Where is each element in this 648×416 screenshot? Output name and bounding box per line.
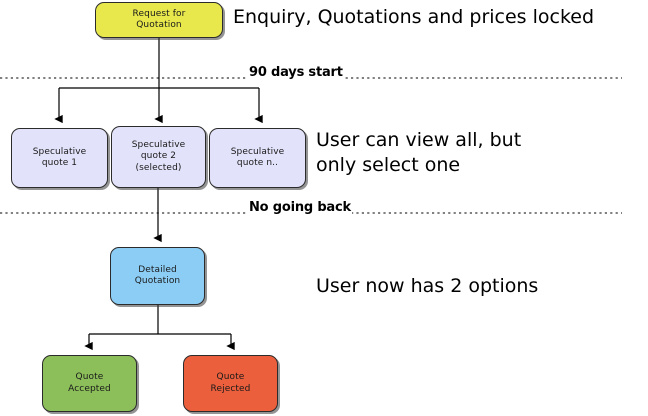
node-speculative-quote-n[interactable]: Speculative quote n.. — [209, 128, 306, 188]
node-quote-accepted[interactable]: Quote Accepted — [42, 355, 137, 412]
annotation-user-can-view-all: User can view all, but only select one — [316, 129, 522, 176]
node-speculative-quote-2[interactable]: Speculative quote 2 (selected) — [111, 126, 206, 188]
divider-label-ninety-days-start: 90 days start — [248, 65, 344, 80]
node-request-for-quotation[interactable]: Request for Quotation — [95, 2, 223, 38]
divider-label-no-going-back: No going back — [248, 200, 352, 215]
edge-detailed-to-outcomes — [84, 305, 235, 351]
node-speculative-quote-1[interactable]: Speculative quote 1 — [11, 128, 108, 188]
edge-rfq-to-speculative-bus — [54, 38, 263, 124]
node-detailed-quotation[interactable]: Detailed Quotation — [110, 247, 205, 305]
node-quote-rejected[interactable]: Quote Rejected — [183, 355, 278, 412]
annotation-user-now-has-two-options: User now has 2 options — [316, 275, 539, 297]
annotation-enquiry-prices-locked: Enquiry, Quotations and prices locked — [233, 6, 595, 28]
